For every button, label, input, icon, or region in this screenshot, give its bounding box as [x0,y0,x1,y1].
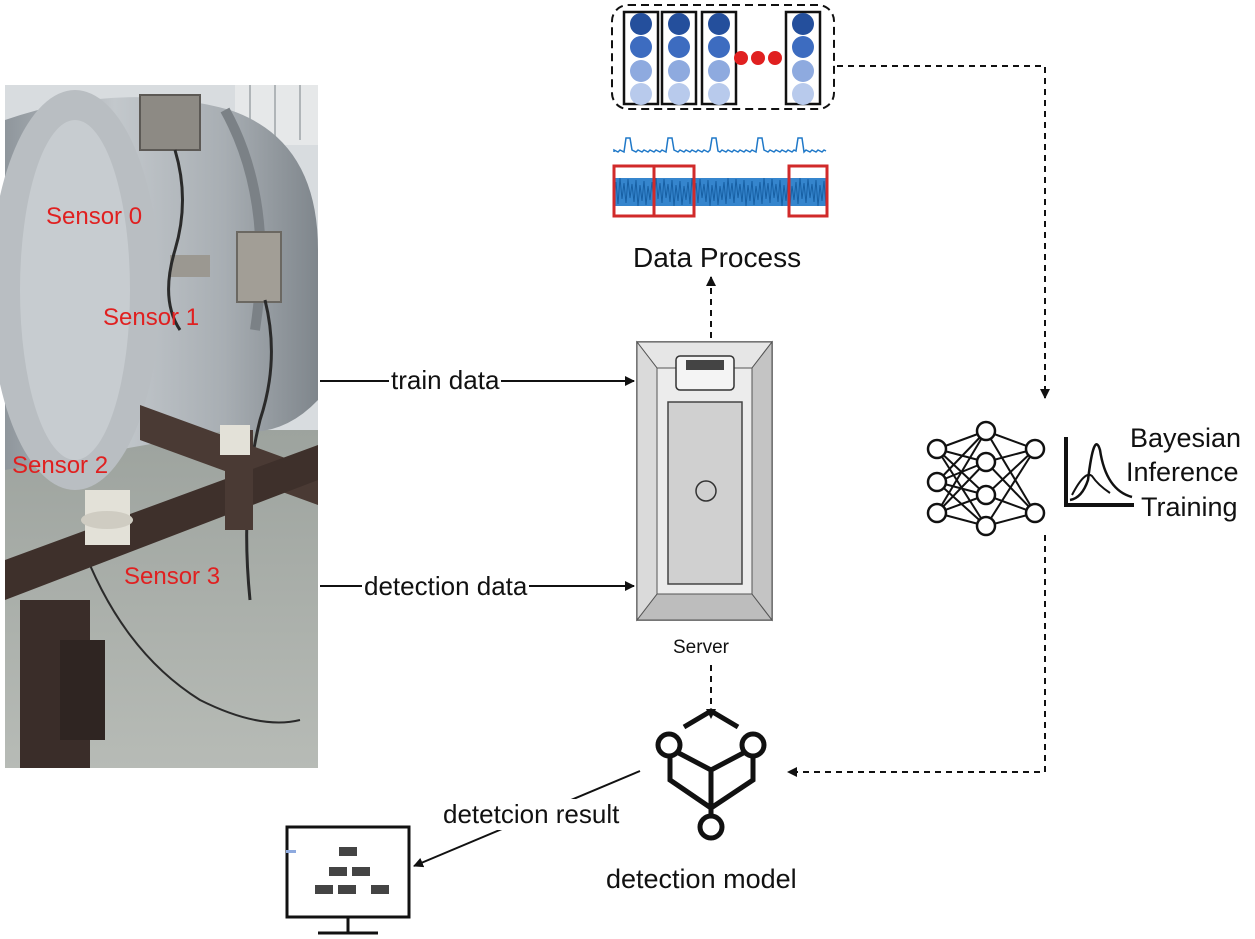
bayesian-label-line3: Training [1141,492,1238,522]
data-process-label: Data Process [633,242,802,273]
server-icon [635,340,774,622]
bayesian-label-line2: Inference [1126,457,1239,487]
process-to-bayesian-arrow [837,65,1050,399]
sensor-0-label: Sensor 0 [46,203,143,230]
neural-network-icon [926,420,1046,537]
signal-waveform-icon [612,137,829,218]
bayesian-label-line1: Bayesian [1130,423,1242,453]
distribution-curve-icon [1064,437,1134,507]
neural-network-columns-icon [611,4,835,110]
detection-data-label: detection data [362,571,530,602]
sensor-1-label: Sensor 1 [103,304,200,331]
cube-network-icon [655,708,767,841]
server-label: Server [673,637,729,658]
monitor-icon [285,825,411,935]
train-data-label: train data [389,365,502,396]
bayesian-to-model-arrow [787,535,1046,777]
sensor-photo [0,85,318,768]
detection-model-label: detection model [606,864,797,894]
detection-result-label: detetcion result [441,799,622,830]
sensor-2-label: Sensor 2 [12,452,109,479]
sensor-3-label: Sensor 3 [124,563,221,590]
